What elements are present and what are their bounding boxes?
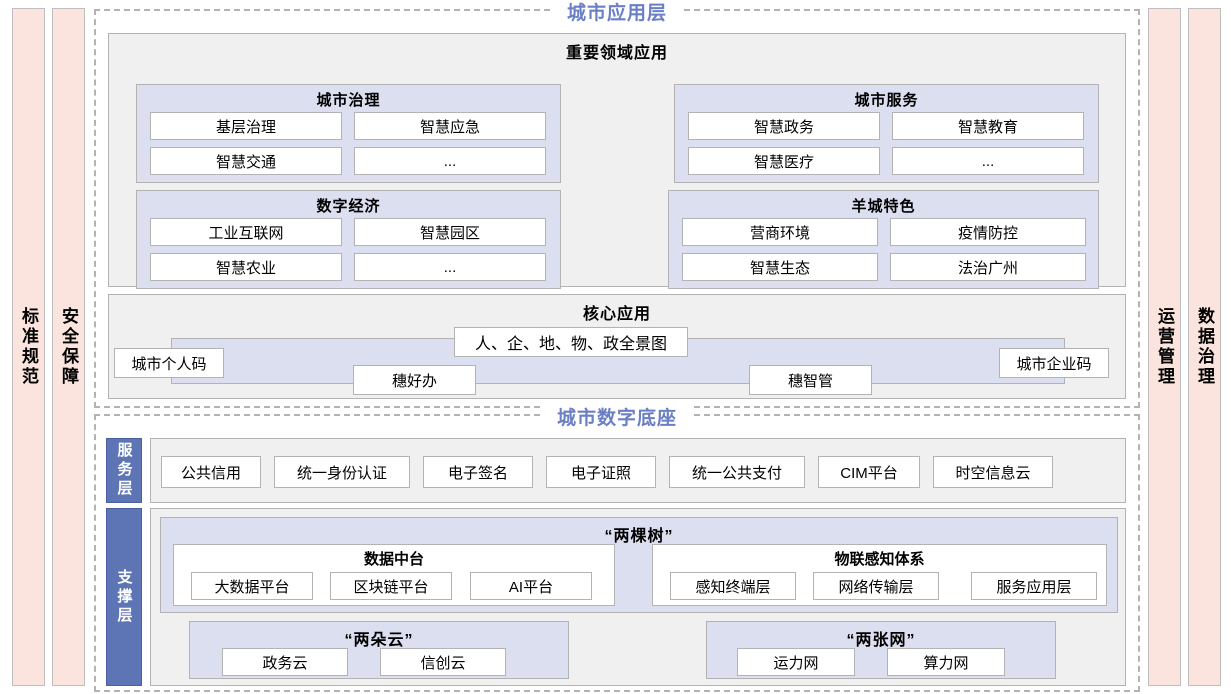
chip-core-personal-code[interactable]: 城市个人码: [114, 348, 224, 378]
chip-service-5[interactable]: 统一公共支付: [669, 456, 805, 488]
pillar-security-assurance-label: 安全保障: [59, 307, 78, 387]
chip-data-midplatform-1[interactable]: 大数据平台: [191, 572, 313, 600]
chip-service-3[interactable]: 电子签名: [423, 456, 533, 488]
data-midplatform-box: 数据中台 大数据平台 区块链平台 AI平台: [173, 544, 615, 606]
two-clouds-title: “两朵云”: [344, 632, 414, 649]
key-domain-applications-title: 重要领域应用: [565, 45, 668, 62]
chip-iot-perception-1[interactable]: 感知终端层: [670, 572, 796, 600]
support-layer-tab: 支撑层: [106, 508, 142, 686]
chip-core-suihaoban[interactable]: 穗好办: [353, 365, 476, 395]
two-clouds-group: “两朵云” 政务云 信创云: [189, 621, 569, 679]
key-domain-applications-panel: 重要领域应用 城市治理 基层治理 智慧应急 智慧交通 ... 城市服务 智慧政务…: [108, 33, 1126, 289]
group-guangzhou-features: 羊城特色 营商环境 疫情防控 智慧生态 法治广州: [668, 190, 1099, 289]
city-application-layer: 城市应用层 重要领域应用 城市治理 基层治理 智慧应急 智慧交通 ... 城市服…: [94, 0, 1140, 408]
chip-service-1[interactable]: 公共信用: [161, 456, 261, 488]
service-layer-tab: 服务层: [106, 438, 142, 503]
chip-digital-economy-2[interactable]: 智慧园区: [354, 218, 546, 246]
two-trees-group: “两棵树” 数据中台 大数据平台 区块链平台 AI平台 物联感知体系 感知终端层…: [160, 517, 1118, 613]
chip-iot-perception-3[interactable]: 服务应用层: [971, 572, 1097, 600]
city-application-layer-title: 城市应用层: [552, 0, 682, 25]
chip-digital-economy-3[interactable]: 智慧农业: [150, 253, 342, 281]
chip-core-enterprise-code[interactable]: 城市企业码: [999, 348, 1109, 378]
data-midplatform-title: 数据中台: [363, 551, 424, 568]
two-trees-title: “两棵树”: [604, 528, 674, 545]
chip-city-services-4[interactable]: ...: [892, 147, 1084, 175]
support-layer-tab-label: 支撑层: [115, 568, 133, 626]
two-networks-group: “两张网” 运力网 算力网: [706, 621, 1056, 679]
chip-service-4[interactable]: 电子证照: [546, 456, 656, 488]
chip-guangzhou-features-4[interactable]: 法治广州: [890, 253, 1086, 281]
city-digital-base-layer: 城市数字底座 服务层 公共信用 统一身份认证 电子签名 电子证照 统一公共支付 …: [94, 403, 1140, 692]
chip-service-7[interactable]: 时空信息云: [933, 456, 1053, 488]
chip-digital-economy-1[interactable]: 工业互联网: [150, 218, 342, 246]
chip-guangzhou-features-1[interactable]: 营商环境: [682, 218, 878, 246]
city-digital-base-layer-title: 城市数字底座: [542, 403, 692, 430]
chip-two-clouds-2[interactable]: 信创云: [380, 648, 506, 676]
chip-city-services-1[interactable]: 智慧政务: [688, 112, 880, 140]
group-guangzhou-features-title: 羊城特色: [851, 198, 916, 215]
pillar-standard-norms-label: 标准规范: [19, 307, 38, 387]
chip-city-governance-3[interactable]: 智慧交通: [150, 147, 342, 175]
chip-data-midplatform-3[interactable]: AI平台: [470, 572, 592, 600]
chip-core-suizhiguan[interactable]: 穗智管: [749, 365, 872, 395]
core-applications-panel: 核心应用 人、企、地、物、政全景图 城市个人码 穗好办 穗智管 城市企业码: [108, 294, 1126, 399]
chip-guangzhou-features-3[interactable]: 智慧生态: [682, 253, 878, 281]
group-digital-economy: 数字经济 工业互联网 智慧园区 智慧农业 ...: [136, 190, 561, 289]
group-city-governance: 城市治理 基层治理 智慧应急 智慧交通 ...: [136, 84, 561, 183]
pillar-security-assurance: 安全保障: [52, 8, 85, 686]
chip-service-2[interactable]: 统一身份认证: [274, 456, 410, 488]
pillar-operations-management-label: 运营管理: [1155, 307, 1174, 387]
pillar-standard-norms: 标准规范: [12, 8, 45, 686]
chip-data-midplatform-2[interactable]: 区块链平台: [330, 572, 452, 600]
chip-two-networks-2[interactable]: 算力网: [887, 648, 1005, 676]
chip-city-services-3[interactable]: 智慧医疗: [688, 147, 880, 175]
core-applications-title: 核心应用: [582, 306, 651, 323]
chip-service-6[interactable]: CIM平台: [818, 456, 920, 488]
group-digital-economy-title: 数字经济: [316, 198, 381, 215]
iot-perception-box: 物联感知体系 感知终端层 网络传输层 服务应用层: [652, 544, 1107, 606]
pillar-data-governance-label: 数据治理: [1195, 307, 1214, 387]
chip-city-governance-1[interactable]: 基层治理: [150, 112, 342, 140]
iot-perception-title: 物联感知体系: [834, 551, 925, 568]
group-city-services: 城市服务 智慧政务 智慧教育 智慧医疗 ...: [674, 84, 1099, 183]
group-city-services-title: 城市服务: [854, 92, 919, 109]
service-layer-tab-label: 服务层: [115, 442, 133, 499]
service-layer-panel: 公共信用 统一身份认证 电子签名 电子证照 统一公共支付 CIM平台 时空信息云: [150, 438, 1126, 503]
chip-city-governance-4[interactable]: ...: [354, 147, 546, 175]
chip-two-clouds-1[interactable]: 政务云: [222, 648, 348, 676]
chip-digital-economy-4[interactable]: ...: [354, 253, 546, 281]
chip-city-services-2[interactable]: 智慧教育: [892, 112, 1084, 140]
support-layer-panel: “两棵树” 数据中台 大数据平台 区块链平台 AI平台 物联感知体系 感知终端层…: [150, 508, 1126, 686]
pillar-data-governance: 数据治理: [1188, 8, 1221, 686]
chip-core-panorama[interactable]: 人、企、地、物、政全景图: [454, 327, 688, 357]
chip-iot-perception-2[interactable]: 网络传输层: [813, 572, 939, 600]
chip-guangzhou-features-2[interactable]: 疫情防控: [890, 218, 1086, 246]
group-city-governance-title: 城市治理: [316, 92, 381, 109]
chip-city-governance-2[interactable]: 智慧应急: [354, 112, 546, 140]
chip-two-networks-1[interactable]: 运力网: [737, 648, 855, 676]
two-networks-title: “两张网”: [846, 632, 916, 649]
pillar-operations-management: 运营管理: [1148, 8, 1181, 686]
